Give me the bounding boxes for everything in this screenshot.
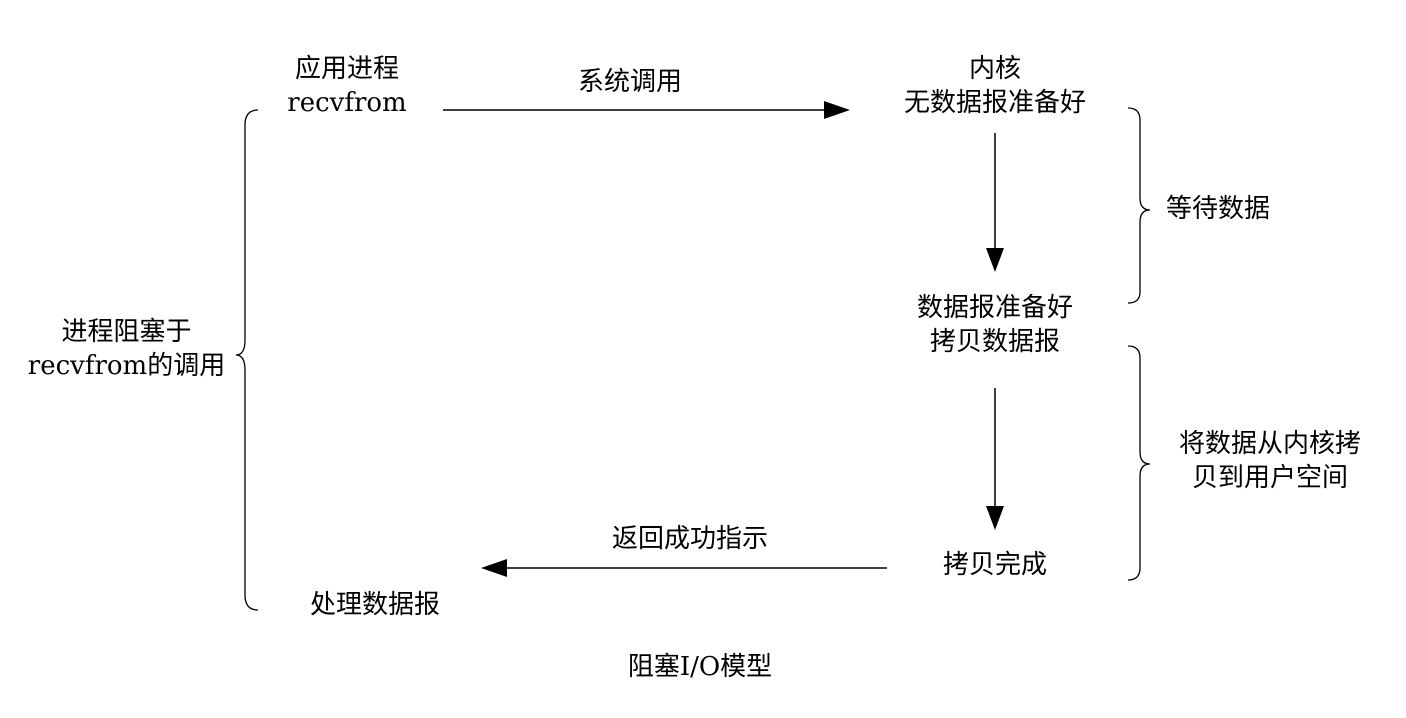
app-process-line1: 应用进程 xyxy=(294,54,399,84)
syscall-arrow xyxy=(443,101,850,119)
return-arrow xyxy=(481,559,887,577)
process-blocked-line2: recvfrom的调用 xyxy=(27,351,226,381)
return-success-label: 返回成功指示 xyxy=(611,524,768,554)
wait-data-brace xyxy=(1127,107,1151,304)
app-process-label: 应用进程 recvfrom xyxy=(262,52,432,120)
process-blocked-brace xyxy=(235,109,259,611)
datagram-ready-line1: 数据报准备好 xyxy=(916,293,1073,323)
kernel-line2: 无数据报准备好 xyxy=(903,88,1086,118)
app-process-line2: recvfrom xyxy=(287,88,407,118)
copy-data-brace xyxy=(1127,345,1151,581)
copy-arrow xyxy=(986,388,1004,530)
process-datagram-label: 处理数据报 xyxy=(309,590,440,620)
datagram-ready-line2: 拷贝数据报 xyxy=(929,327,1060,357)
wait-arrow xyxy=(986,133,1004,272)
process-blocked-label: 进程阻塞于 recvfrom的调用 xyxy=(14,315,239,383)
copy-data-line1: 将数据从内核拷 xyxy=(1178,429,1361,459)
process-blocked-line1: 进程阻塞于 xyxy=(61,317,192,347)
wait-data-label: 等待数据 xyxy=(1166,194,1271,224)
diagram-caption: 阻塞I/O模型 xyxy=(627,652,773,682)
syscall-label: 系统调用 xyxy=(577,67,682,97)
kernel-line1: 内核 xyxy=(968,54,1021,84)
kernel-label: 内核 无数据报准备好 xyxy=(880,52,1110,120)
copy-data-label: 将数据从内核拷 贝到用户空间 xyxy=(1160,427,1380,495)
copy-data-line2: 贝到用户空间 xyxy=(1191,463,1348,493)
datagram-ready-label: 数据报准备好 拷贝数据报 xyxy=(880,291,1110,359)
copy-complete-label: 拷贝完成 xyxy=(942,550,1047,580)
